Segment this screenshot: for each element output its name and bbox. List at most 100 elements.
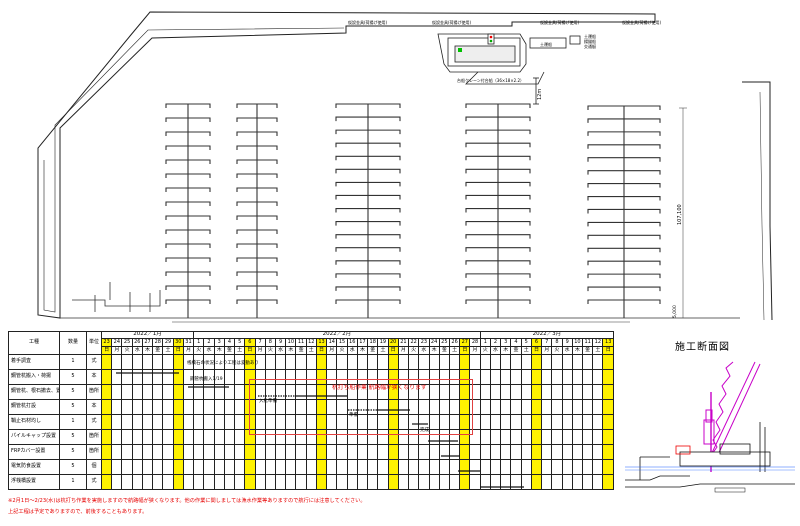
schedule-cell: [571, 428, 584, 445]
schedule-cell: [244, 458, 256, 475]
pier-arm: [465, 273, 498, 278]
pier-arm: [188, 131, 211, 136]
schedule-cell: [500, 428, 512, 445]
schedule-cell: [459, 353, 471, 370]
schedule-cell: [592, 428, 604, 445]
day-cell: 28: [152, 337, 164, 347]
schedule-cell: [602, 443, 614, 460]
pier-arm: [165, 285, 188, 290]
schedule-cell: [489, 353, 502, 370]
day-cell: 11: [582, 337, 594, 347]
schedule-cell: [234, 428, 246, 445]
weekday-cell: 月: [469, 345, 481, 355]
pier-arm: [587, 118, 624, 123]
schedule-cell: [418, 353, 430, 370]
pier-arm: [335, 273, 368, 278]
weekday-cell: 土: [448, 345, 461, 355]
schedule-cell: [336, 458, 348, 475]
schedule-cell: [315, 473, 328, 490]
schedule-cell: [479, 353, 491, 370]
schedule-cell: [582, 443, 594, 460]
day-cell: 10: [285, 337, 297, 347]
schedule-cell: [541, 383, 553, 400]
schedule-cell: [131, 473, 143, 490]
schedule-cell: [244, 443, 256, 460]
pier-arm: [587, 157, 624, 162]
pier-arm: [498, 129, 531, 135]
schedule-cell: [377, 458, 389, 475]
day-cell: 25: [438, 337, 450, 347]
schedule-cell: [131, 398, 143, 415]
day-cell: 10: [571, 337, 584, 347]
pier-arm: [165, 243, 188, 248]
pier-arm: [165, 187, 188, 192]
schedule-cell: [162, 443, 174, 460]
schedule-cell: [592, 413, 604, 430]
schedule-cell: [111, 458, 123, 475]
pier-arm: [188, 299, 211, 304]
pier-arm: [257, 201, 278, 206]
schedule-cell: [162, 413, 174, 430]
schedule-cell: [561, 458, 573, 475]
pier-arm: [498, 221, 531, 226]
weekday-cell: 金: [223, 345, 236, 355]
day-cell: 2: [203, 337, 215, 347]
pier-arm: [236, 215, 257, 220]
schedule-cell: [162, 353, 174, 370]
day-cell: 7: [541, 337, 553, 347]
schedule-cell: [193, 413, 205, 430]
pier-arm: [236, 145, 257, 150]
weekday-cell: 火: [264, 345, 276, 355]
schedule-unit: 式: [86, 413, 102, 430]
float-label-3: 仮設金具(荷揚げ使用): [540, 19, 580, 25]
schedule-cell: [111, 398, 123, 415]
schedule-qty: 1: [59, 473, 87, 490]
schedule-qty: 5: [59, 398, 87, 415]
weekday-cell: 木: [500, 345, 512, 355]
schedule-cell: [397, 443, 410, 460]
pier-arm: [624, 170, 661, 175]
schedule-cell: [582, 398, 594, 415]
schedule-cell: [602, 368, 614, 385]
schedule-cell: [111, 428, 123, 445]
float-label-1: 仮設金具(荷揚げ使用): [348, 19, 388, 25]
pier-arm: [335, 142, 368, 148]
schedule-cell: [418, 443, 430, 460]
schedule-cell: [541, 458, 553, 475]
pier-arm: [624, 157, 661, 162]
schedule-cell: [438, 473, 450, 490]
schedule-cell: [234, 473, 246, 490]
schedule-cell: [469, 473, 481, 490]
schedule-cell: [602, 398, 614, 415]
legend-2: 揚錨船: [584, 38, 596, 44]
pier-arm: [498, 155, 531, 161]
schedule-cell: [121, 443, 133, 460]
weekday-cell: 金: [152, 345, 164, 355]
weekday-cell: 日: [387, 345, 399, 355]
schedule-cell: [500, 398, 512, 415]
schedule-cell: [602, 383, 614, 400]
schedule-cell: [234, 458, 246, 475]
schedule-cell: [551, 458, 563, 475]
schedule-cell: [121, 458, 133, 475]
weekday-cell: 土: [234, 345, 246, 355]
day-cell: 21: [397, 337, 410, 347]
schedule-cell: [295, 458, 307, 475]
schedule-cell: [100, 383, 113, 400]
schedule-cell: [356, 473, 369, 490]
pier-arm: [465, 207, 498, 213]
schedule-cell: [592, 383, 604, 400]
schedule-cell: [203, 383, 215, 400]
schedule-cell: [172, 368, 184, 385]
schedule-cell: [592, 443, 604, 460]
col-header-unit: 単位: [86, 331, 102, 355]
schedule-name: 鋼管杭打設: [8, 398, 60, 415]
schedule-cell: [152, 458, 164, 475]
pier-arm: [624, 195, 661, 201]
schedule-cell: [264, 353, 276, 370]
schedule-unit: 個: [86, 458, 102, 475]
schedule-cell: [193, 458, 205, 475]
schedule-cell: [418, 473, 430, 490]
